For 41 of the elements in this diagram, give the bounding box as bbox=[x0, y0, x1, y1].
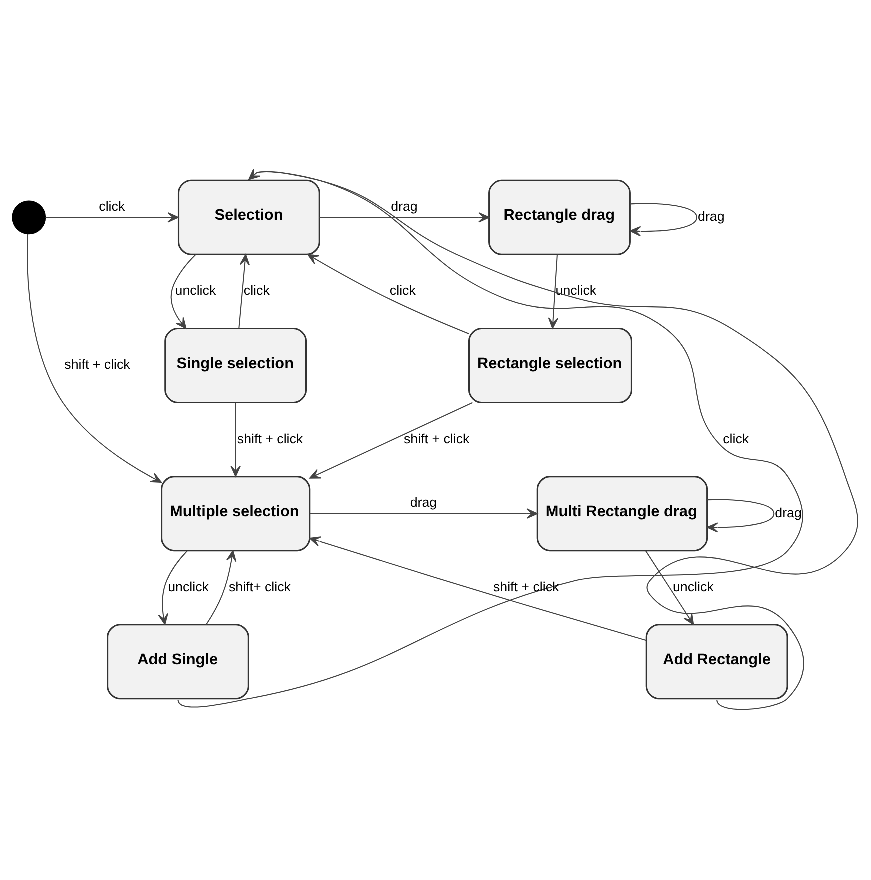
arrow bbox=[645, 550, 694, 625]
arrow bbox=[310, 508, 538, 518]
arrow bbox=[230, 402, 241, 477]
arrow bbox=[308, 254, 470, 334]
edge-label: shift+ click bbox=[228, 578, 291, 594]
edge-label: shift + click bbox=[404, 430, 470, 446]
node-box: Add Rectangle bbox=[646, 624, 788, 700]
arrow bbox=[46, 212, 179, 222]
edge-label: click bbox=[390, 282, 416, 298]
node-box: Add Single bbox=[107, 624, 250, 700]
node-box: Rectangle selection bbox=[468, 327, 632, 404]
node-box: Single selection bbox=[164, 327, 308, 404]
arrow bbox=[238, 254, 250, 328]
arrow bbox=[27, 234, 162, 483]
edge-label: unclick bbox=[168, 578, 209, 594]
edge-label: drag bbox=[410, 494, 438, 510]
edge-label: unclick bbox=[556, 282, 597, 298]
node-box: Multi Rectangle drag bbox=[536, 476, 708, 552]
node-box: Rectangle drag bbox=[488, 179, 631, 255]
node-box: Multiple selection bbox=[161, 476, 311, 552]
edge-label: drag bbox=[698, 208, 725, 224]
arrow bbox=[630, 202, 698, 236]
edge-label: drag bbox=[391, 198, 418, 214]
arrow bbox=[170, 254, 196, 329]
arrow bbox=[320, 212, 490, 222]
edge-label: shift + click bbox=[64, 356, 130, 372]
arrow bbox=[548, 254, 559, 329]
arrow bbox=[310, 402, 473, 478]
edge-label: unclick bbox=[673, 578, 714, 594]
arrow bbox=[309, 536, 647, 641]
edge-label: click bbox=[99, 198, 126, 214]
arrow bbox=[158, 550, 188, 625]
edge-label: shift + click bbox=[237, 430, 304, 446]
edge-label: click bbox=[723, 430, 750, 446]
arrow bbox=[206, 550, 237, 625]
edge-label: drag bbox=[775, 504, 802, 520]
edge-label: unclick bbox=[175, 282, 216, 298]
arrow bbox=[706, 498, 775, 532]
edge-label: click bbox=[244, 282, 270, 298]
node-box: Selection bbox=[178, 179, 320, 255]
node-circle bbox=[12, 200, 46, 234]
